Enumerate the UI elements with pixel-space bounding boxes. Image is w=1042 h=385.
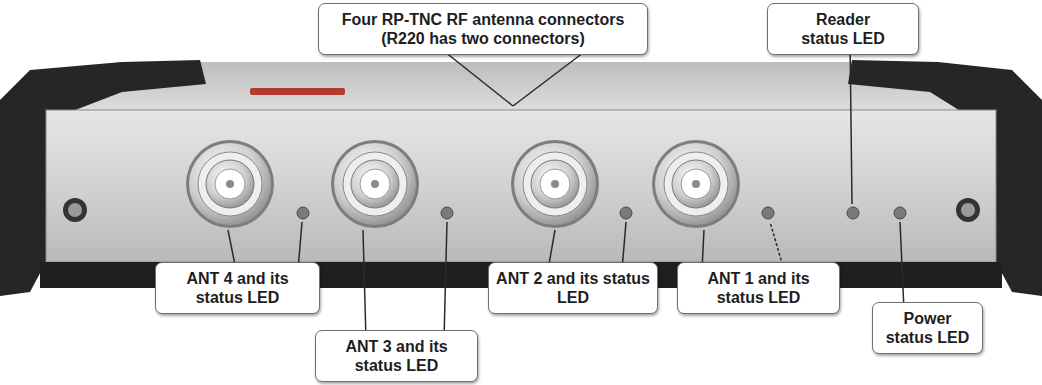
leader-lines [228, 40, 904, 340]
callout-box: ANT 4 and its status LED [155, 262, 320, 314]
connector-ring [664, 152, 728, 216]
status-led [297, 207, 309, 219]
screw [63, 198, 87, 222]
brand-label [250, 88, 345, 95]
connector-insulator [360, 169, 390, 199]
connector-ring [531, 160, 579, 208]
connector-shadow [652, 140, 740, 228]
rp-tnc-connector [186, 140, 274, 228]
rp-tnc-connector [652, 140, 740, 228]
callout-text: Reader status LED [794, 10, 892, 48]
connector-ring [523, 152, 587, 216]
callout-box: Power status LED [872, 302, 983, 354]
connector-ring [343, 152, 407, 216]
connector-nut [189, 143, 271, 225]
callout-box: ANT 1 and its status LED [677, 262, 840, 314]
callout-text: ANT 2 and its status LED [495, 269, 651, 307]
screw [961, 203, 975, 217]
connector-nut [655, 143, 737, 225]
callout-text: ANT 4 and its status LED [162, 269, 313, 307]
callout-text: ANT 3 and its status LED [322, 337, 471, 375]
connector-shadow [331, 140, 419, 228]
connector-insulator [540, 169, 570, 199]
leader-line [900, 222, 904, 310]
callout-text: ANT 1 and its status LED [684, 269, 833, 307]
status-led [894, 207, 906, 219]
connector-ring [198, 152, 262, 216]
connector-ring [672, 160, 720, 208]
rp-tnc-connector [511, 140, 599, 228]
connector-shadow [511, 140, 599, 228]
status-led [441, 207, 453, 219]
callout-box: Reader status LED [767, 3, 919, 55]
connector-insulator [215, 169, 245, 199]
status-led [620, 207, 632, 219]
leader-line [850, 40, 852, 204]
leader-line [363, 230, 366, 340]
screw [68, 203, 82, 217]
callout-text: Power status LED [878, 309, 977, 347]
callout-box: ANT 2 and its status LED [488, 262, 658, 314]
connector-nut [334, 143, 416, 225]
rp-tnc-connector [331, 140, 419, 228]
connector-insulator [681, 169, 711, 199]
screw [956, 198, 980, 222]
callout-box: ANT 3 and its status LED [315, 330, 478, 382]
leader-line [444, 222, 447, 340]
connector-pin [551, 180, 559, 188]
connector-pin [371, 180, 379, 188]
status-led [762, 207, 774, 219]
connector-nut [514, 143, 596, 225]
connector-ring [351, 160, 399, 208]
callout-text: Four RP-TNC RF antenna connectors (R220 … [325, 10, 641, 48]
front-panel [46, 110, 996, 262]
callout-box: Four RP-TNC RF antenna connectors (R220 … [318, 3, 648, 55]
connector-ring [206, 160, 254, 208]
connector-pin [226, 180, 234, 188]
connector-pin [692, 180, 700, 188]
status-led [847, 207, 859, 219]
connector-shadow [186, 140, 274, 228]
